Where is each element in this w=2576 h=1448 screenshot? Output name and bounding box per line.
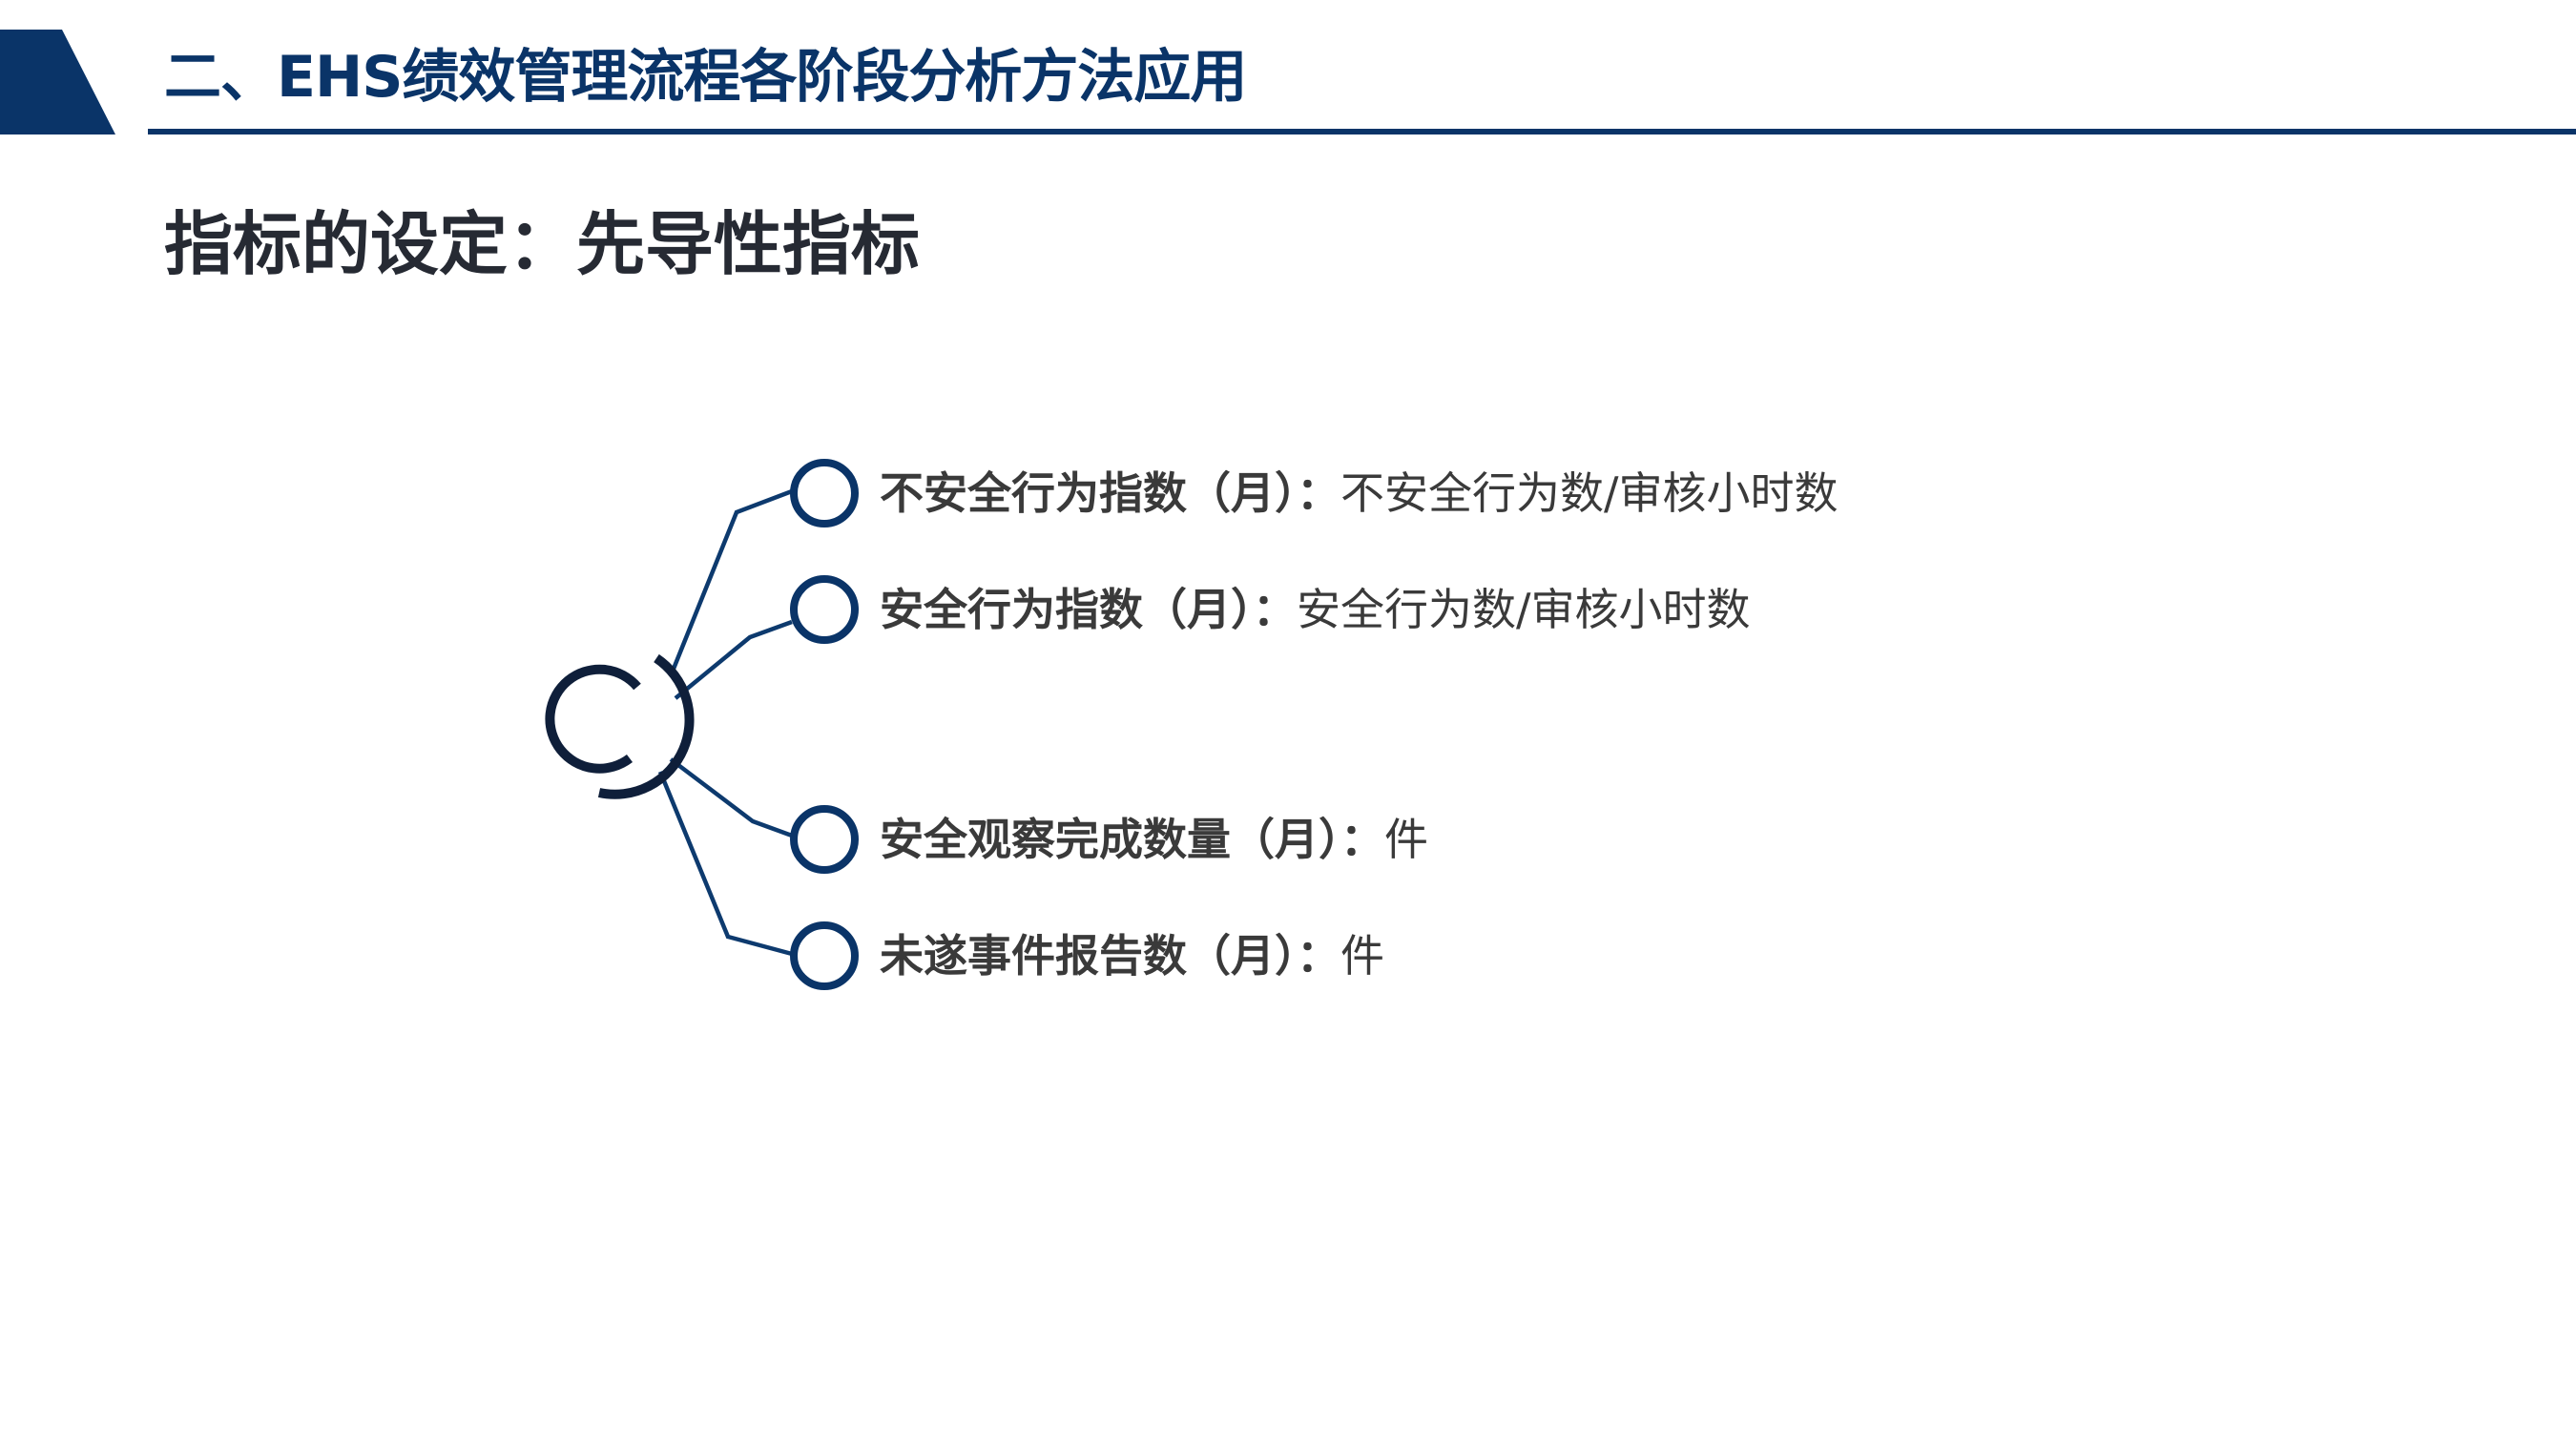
- list-item: 安全观察完成数量（月）：件: [880, 811, 1428, 868]
- node-circle-4: [790, 921, 859, 990]
- node-circles: [790, 459, 859, 990]
- item-value: 件: [1384, 814, 1428, 865]
- header-divider: [148, 129, 2576, 134]
- node-circle-1: [790, 459, 859, 527]
- item-label: 安全行为指数（月）: [880, 584, 1253, 635]
- list-item: 不安全行为指数（月）：不安全行为数/审核小时数: [880, 465, 1839, 522]
- list-item: 安全行为指数（月）：安全行为数/审核小时数: [880, 581, 1751, 638]
- connector-1: [669, 488, 793, 674]
- item-value: 不安全行为数/审核小时数: [1340, 467, 1839, 519]
- header-accent-shape: [0, 30, 115, 134]
- connector-3: [669, 757, 793, 838]
- item-separator: ：: [1297, 930, 1340, 982]
- item-label: 未遂事件报告数（月）: [880, 930, 1297, 982]
- item-separator: ：: [1297, 467, 1340, 519]
- list-item: 未遂事件报告数（月）：件: [880, 927, 1384, 984]
- connector-2: [674, 619, 793, 700]
- header-title: 二、EHS绩效管理流程各阶段分析方法应用: [164, 44, 1247, 111]
- node-circle-3: [790, 805, 859, 874]
- item-value: 件: [1340, 930, 1384, 982]
- item-label: 不安全行为指数（月）: [880, 467, 1297, 519]
- item-label: 安全观察完成数量（月）: [880, 814, 1340, 865]
- connector-lines: [657, 488, 793, 957]
- connector-4: [657, 771, 793, 957]
- item-separator: ：: [1253, 584, 1297, 635]
- center-broken-circle-icon: [545, 653, 695, 799]
- slide-subtitle: 指标的设定：先导性指标: [164, 203, 921, 284]
- item-value: 安全行为数/审核小时数: [1297, 584, 1751, 635]
- node-circle-2: [790, 575, 859, 644]
- item-separator: ：: [1340, 814, 1384, 865]
